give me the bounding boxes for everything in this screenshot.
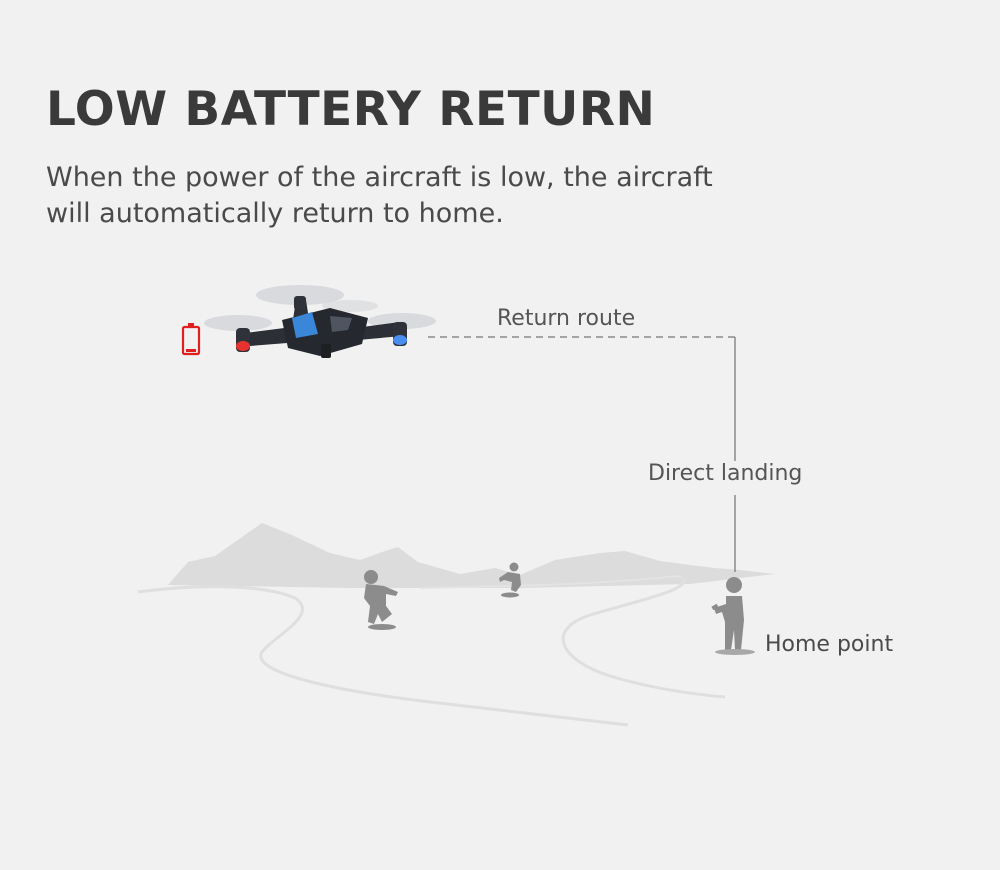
pilot-figure xyxy=(711,577,755,655)
low-battery-icon xyxy=(181,323,201,356)
mountain-range xyxy=(168,523,775,588)
description-line-2: will automatically return to home. xyxy=(46,198,504,229)
home-point-label: Home point xyxy=(765,632,894,657)
skier-figure-right xyxy=(499,562,521,598)
return-route-label: Return route xyxy=(497,306,636,331)
road-edge-far xyxy=(419,575,681,589)
road-edge-left xyxy=(137,585,629,727)
road-edge-right xyxy=(561,574,726,699)
page-description: When the power of the aircraft is low, t… xyxy=(46,160,806,232)
direct-landing-label: Direct landing xyxy=(648,461,803,486)
description-line-1: When the power of the aircraft is low, t… xyxy=(46,162,713,193)
drone-icon xyxy=(204,285,436,358)
skier-figure-left xyxy=(364,570,398,630)
page-title: LOW BATTERY RETURN xyxy=(46,82,656,137)
